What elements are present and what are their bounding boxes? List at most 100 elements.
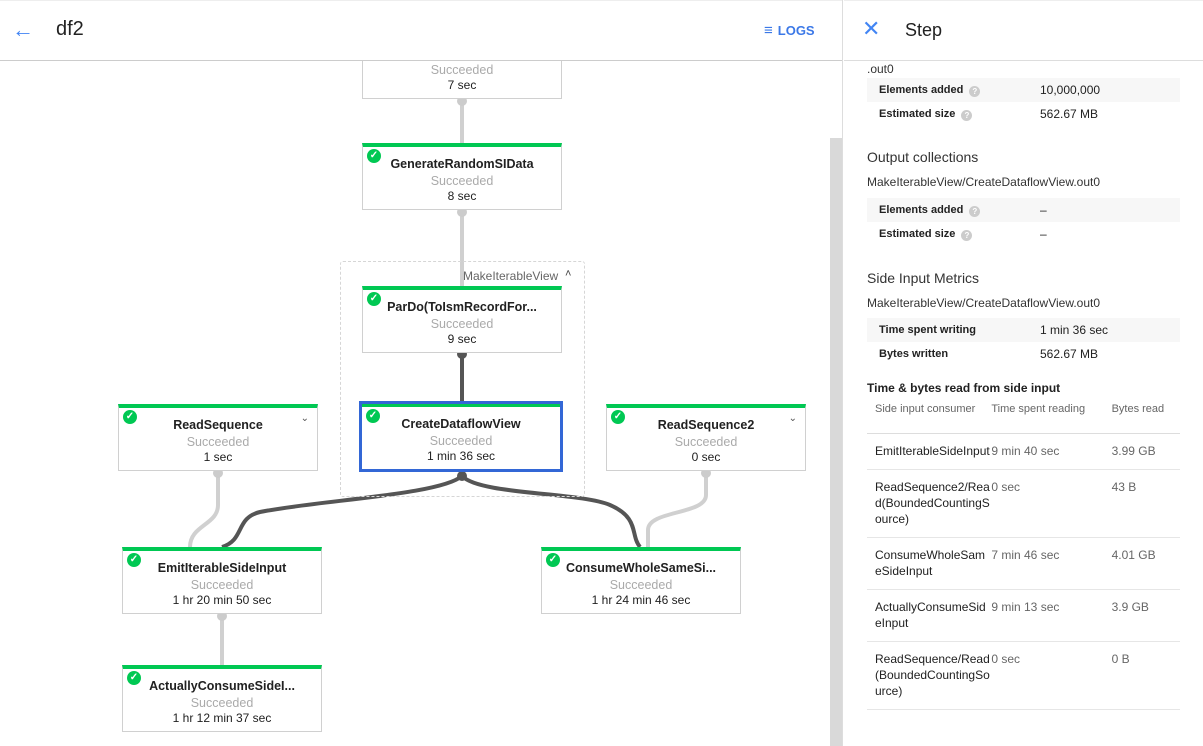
step-status: Succeeded <box>430 63 494 77</box>
step-time: 1 min 36 sec <box>426 449 496 463</box>
metric-value: 1 min 36 sec <box>1040 323 1109 337</box>
step-status: Succeeded <box>429 434 493 448</box>
step-status: Succeeded <box>190 696 254 710</box>
help-icon[interactable]: ? <box>961 230 973 241</box>
output-path: MakeIterableView/CreateDataflowView.out0 <box>867 175 1101 189</box>
step-time: 7 sec <box>447 78 477 92</box>
logs-label: LOGS <box>777 23 815 38</box>
job-title: df2 <box>56 18 84 40</box>
check-circle-icon: ✓ <box>611 410 625 424</box>
table-cell: ConsumeWholeSameSideInput <box>875 548 986 578</box>
metric-row: Time spent writing 1 min 36 sec <box>867 318 1180 342</box>
check-circle-icon: ✓ <box>367 292 381 306</box>
column-header: Time spent reading <box>991 403 1086 415</box>
panel-title: Step <box>905 20 943 40</box>
side-input-heading: Side Input Metrics <box>867 270 980 286</box>
column-header: Bytes read <box>1111 403 1165 415</box>
chevron-up-icon[interactable]: ˄ <box>565 268 572 280</box>
step-time: 1 sec <box>203 450 233 464</box>
input-collection-path: .out0 <box>867 62 894 76</box>
metric-label: Elements added <box>879 84 964 96</box>
metric-label: Estimated size <box>879 108 956 120</box>
step-name: ReadSequence <box>173 418 263 432</box>
table-cell: 0 sec <box>991 652 1021 666</box>
chevron-down-icon[interactable]: ⌄ <box>788 413 797 424</box>
step-status: Succeeded <box>674 435 738 449</box>
table-row: ConsumeWholeSameSideInput 7 min 46 sec 4.0… <box>867 538 1180 590</box>
table-cell: 3.9 GB <box>1111 600 1149 614</box>
help-icon[interactable]: ? <box>961 110 973 121</box>
metric-row: Bytes written 562.67 MB <box>867 342 1180 366</box>
list-icon: ≡ <box>764 22 773 39</box>
table-cell: 9 min 13 sec <box>991 600 1060 614</box>
table-row: ReadSequence/Read(BoundedCountingSource)… <box>867 642 1180 710</box>
table-cell: 3.99 GB <box>1111 444 1156 458</box>
step-time: 1 hr 12 min 37 sec <box>172 711 272 725</box>
metric-label: Estimated size <box>879 228 956 240</box>
metric-value: 562.67 MB <box>1040 347 1099 361</box>
group-make-iterable-view <box>340 261 585 497</box>
step-status: Succeeded <box>430 317 494 331</box>
step-name: ReadSequence2 <box>657 418 755 432</box>
step-status: Succeeded <box>186 435 250 449</box>
help-icon[interactable]: ? <box>969 206 981 217</box>
back-arrow-icon[interactable]: ← <box>12 17 34 42</box>
table-cell: ReadSequence2/Read(BoundedCountingSource… <box>875 480 990 526</box>
metric-label: Bytes written <box>879 348 949 360</box>
step-time: 1 hr 20 min 50 sec <box>172 593 272 607</box>
metric-row: Elements added?10,000,000 <box>867 78 1180 102</box>
scrollbar[interactable] <box>830 138 842 746</box>
step-time: 9 sec <box>447 332 477 346</box>
metric-label: Time spent writing <box>879 324 976 336</box>
metric-row: Estimated size? 562.67 MB <box>867 102 1180 126</box>
metric-label: Elements added <box>879 204 964 216</box>
table-cell: ReadSequence/Read(BoundedCountingSource) <box>875 652 990 698</box>
step-status: Succeeded <box>190 578 254 592</box>
table-row: ReadSequence2/Read(BoundedCountingSource… <box>867 470 1180 538</box>
edge <box>188 471 220 548</box>
check-circle-icon: ✓ <box>127 671 141 685</box>
check-circle-icon: ✓ <box>366 409 380 423</box>
step-status: Succeeded <box>430 174 494 188</box>
table-cell: 9 min 40 sec <box>991 444 1060 458</box>
table-cell: 43 B <box>1111 480 1137 494</box>
chevron-down-icon[interactable]: ⌄ <box>300 413 309 424</box>
metric-row: Estimated size?– <box>867 222 1180 246</box>
table-cell: 4.01 GB <box>1111 548 1156 562</box>
check-circle-icon: ✓ <box>546 553 560 567</box>
step-name: ActuallyConsumeSideI... <box>149 679 295 693</box>
help-icon[interactable]: ? <box>969 86 981 97</box>
header: ← df2 ≡ LOGS <box>0 0 842 61</box>
side-input-table: Side input consumer Time spent reading B… <box>867 399 1180 710</box>
side-input-path: MakeIterableView/CreateDataflowView.out0 <box>867 296 1101 310</box>
table-cell: EmitIterableSideInput <box>875 444 990 458</box>
step-name: ParDo(ToIsmRecordFor... <box>387 300 537 314</box>
table-header: Side input consumer Time spent reading B… <box>867 399 1180 434</box>
output-heading: Output collections <box>867 149 979 165</box>
edge <box>646 471 708 547</box>
step-panel: ✕ Step .out0 Elements added?10,000,000 E… <box>844 0 1203 746</box>
table-cell: 7 min 46 sec <box>991 548 1060 562</box>
check-circle-icon: ✓ <box>127 553 141 567</box>
close-icon[interactable]: ✕ <box>862 16 881 41</box>
logs-button[interactable]: ≡ LOGS <box>764 22 815 39</box>
metric-row: Elements added?– <box>867 198 1180 222</box>
read-heading: Time & bytes read from side input <box>867 381 1061 395</box>
table-cell: ActuallyConsumeSideInput <box>875 600 986 630</box>
metric-value: 562.67 MB <box>1040 107 1099 121</box>
step-time: 0 sec <box>691 450 721 464</box>
step-time: 1 hr 24 min 46 sec <box>591 593 691 607</box>
step-name: GenerateRandomSIData <box>390 157 534 171</box>
panel-header: ✕ Step <box>844 0 1203 61</box>
